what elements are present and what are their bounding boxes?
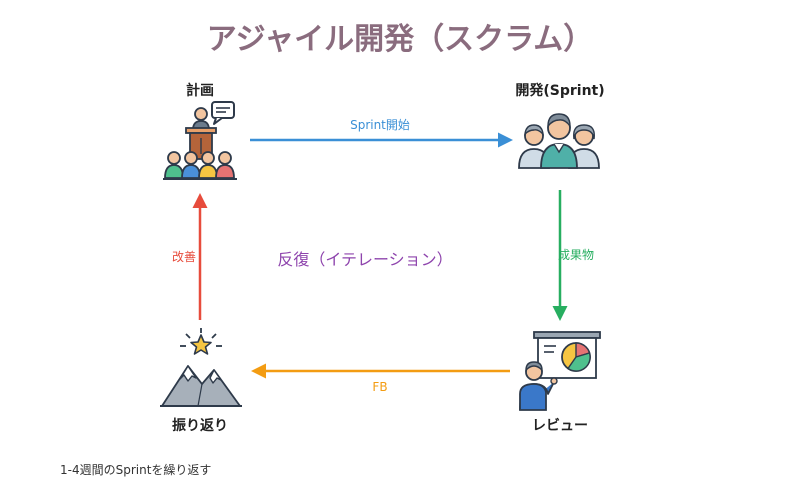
edge-label-sprint-start: Sprint開始 [350,118,410,132]
node-label-plan: 計画 [186,83,214,99]
chart-presenter-icon [519,331,601,411]
edge-label-deliverable: 成果物 [557,248,594,262]
edge-label-improvement: 改善 [171,250,196,264]
node-label-develop: 開発(Sprint) [515,83,605,99]
edge-label-feedback: FB [372,380,388,394]
presentation-audience-icon [163,101,237,180]
footnote: 1-4週間のSprintを繰り返す [60,463,212,477]
iteration-label: 反復（イテレーション） [277,250,453,269]
diagram-title: アジャイル開発（スクラム） [206,22,594,57]
node-label-retro: 振り返り [172,418,228,434]
mountain-star-icon [160,328,242,407]
node-label-review: レビュー [532,418,588,434]
team-icon [518,113,600,169]
